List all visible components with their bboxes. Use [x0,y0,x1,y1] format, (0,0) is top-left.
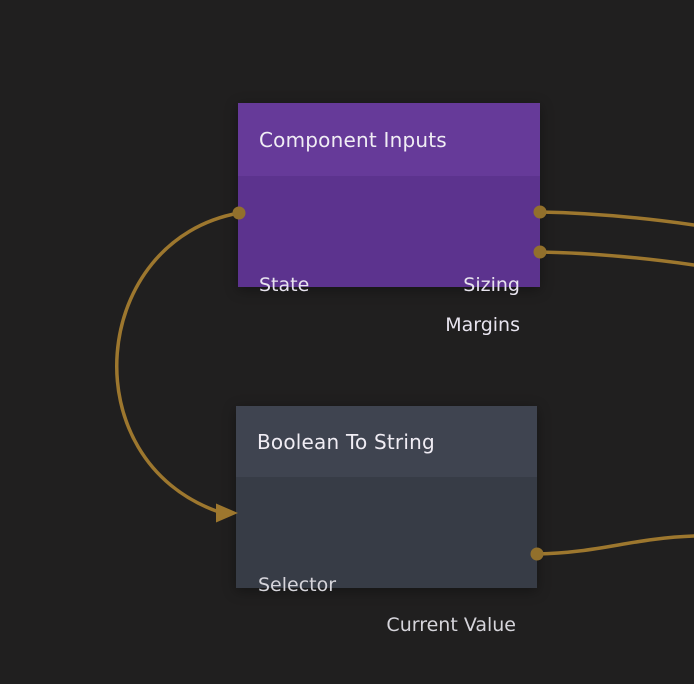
port-label-state[interactable]: State [259,274,310,296]
port-row: State Sizing [238,271,540,299]
port-label-margins[interactable]: Margins [445,314,520,336]
port-row: Current Value [236,611,537,639]
port-label-selector[interactable]: Selector [258,574,337,596]
port-dot-current-value[interactable] [530,547,544,561]
node-boolean-to-string[interactable]: Boolean To String Selector Current Value [236,406,537,636]
port-dot-sizing[interactable] [533,205,547,219]
node-boolean-to-string-body: Selector Current Value [236,477,537,636]
port-row: Selector [236,571,537,599]
wire-current-value-out[interactable] [535,534,694,556]
port-row: Margins [238,311,540,339]
wire-sizing-out[interactable] [538,210,694,227]
node-title: Component Inputs [259,127,447,152]
node-component-inputs-header[interactable]: Component Inputs [238,103,540,176]
port-dot-state[interactable] [232,206,246,220]
wire-margins-out[interactable] [538,250,694,267]
port-label-current-value[interactable]: Current Value [386,614,516,636]
wire-state-to-selector[interactable] [115,211,241,514]
node-boolean-to-string-header[interactable]: Boolean To String [236,406,537,477]
node-component-inputs[interactable]: Component Inputs State Sizing Margins [238,103,540,336]
node-title: Boolean To String [257,429,435,454]
port-label-sizing[interactable]: Sizing [463,274,520,296]
port-dot-margins[interactable] [533,245,547,259]
node-component-inputs-body: State Sizing Margins [238,176,540,336]
